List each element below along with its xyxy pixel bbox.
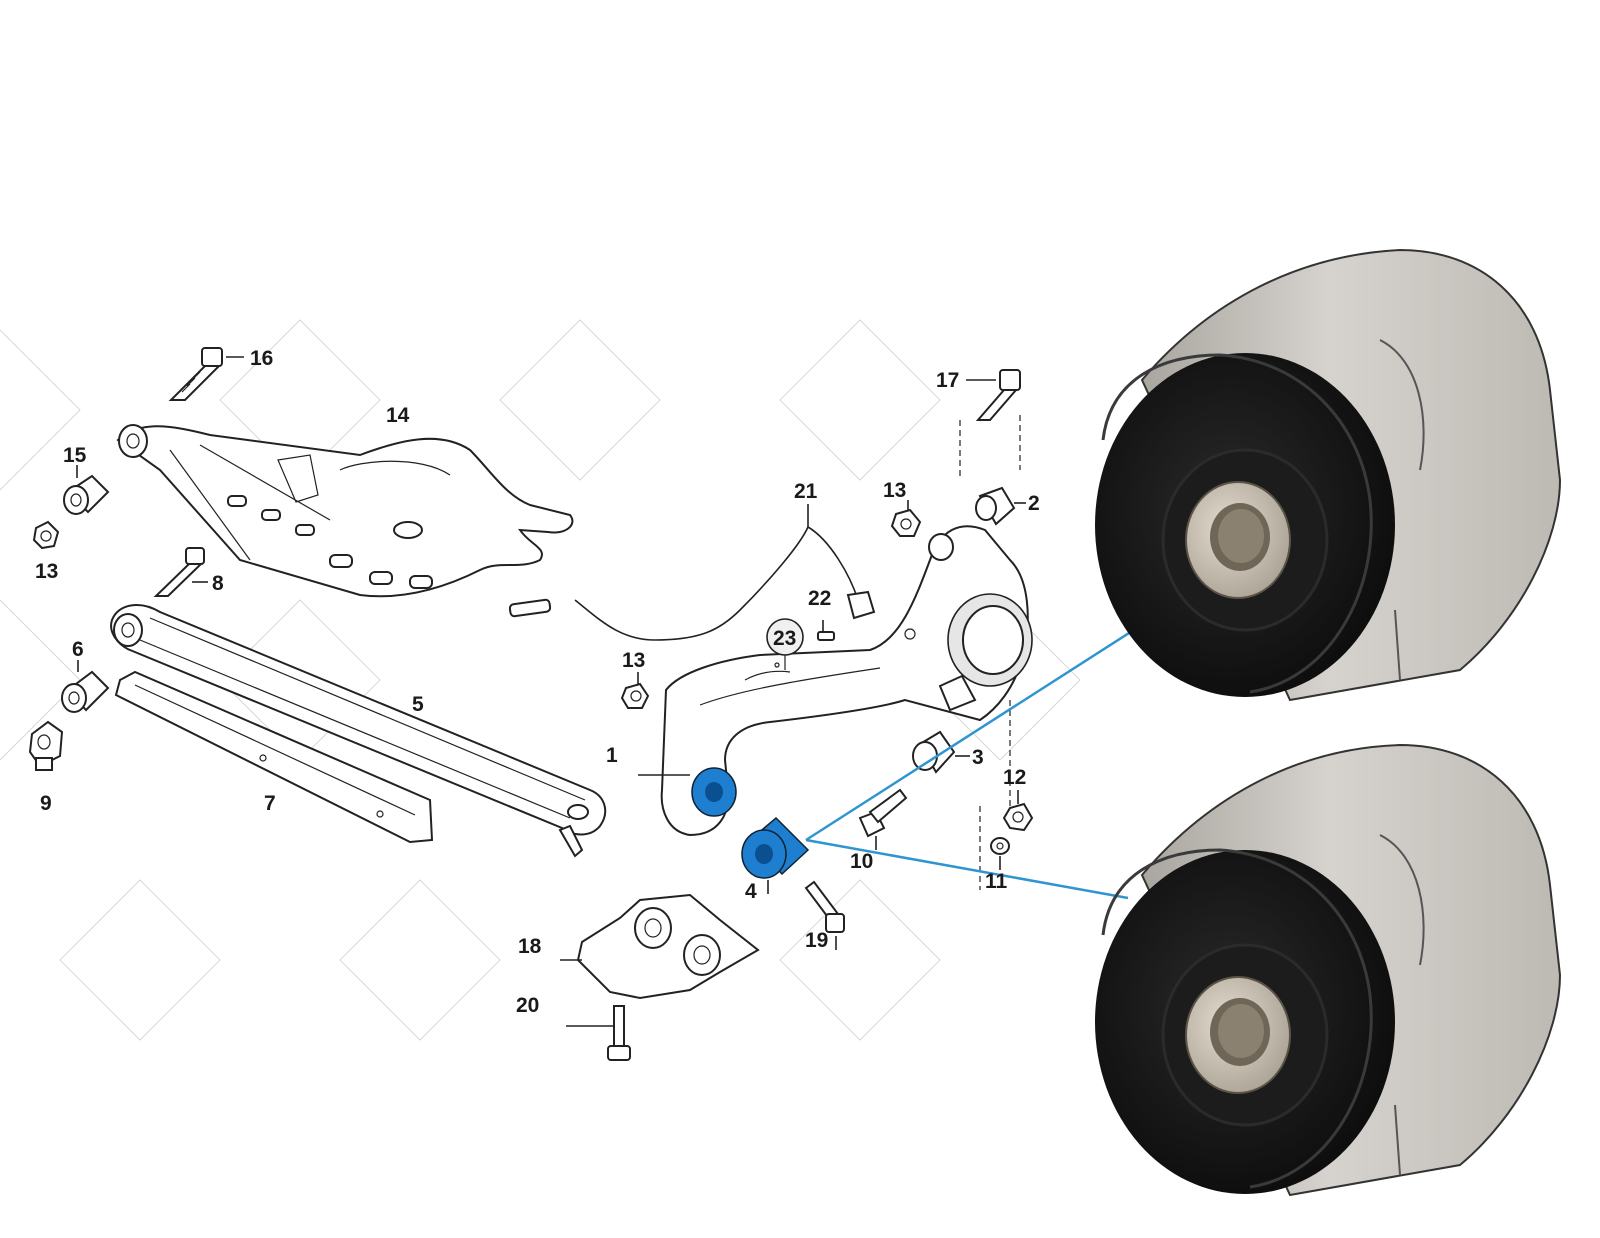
callout-10: 10 [850,850,873,873]
bushing-1-highlighted [638,767,737,817]
callout-5: 5 [412,693,424,716]
callout-13-center: 13 [622,649,645,672]
callout-2: 2 [1028,492,1040,515]
callout-22: 22 [808,587,831,610]
bushing-15 [63,465,110,515]
callout-13-left: 13 [35,560,58,583]
nut-13-left [32,520,60,550]
callout-7: 7 [264,792,276,815]
bushing-photo-bottom [1095,743,1562,1197]
wheel-carrier [640,525,1033,901]
lower-control-arm [110,604,607,858]
upper-control-arm [116,424,574,598]
callout-12: 12 [1003,766,1026,789]
bolt-10 [858,788,908,850]
callout-15: 15 [63,444,87,467]
callout-20: 20 [516,994,539,1017]
cover-panel-7 [114,670,434,844]
washer-11 [979,806,1010,890]
bushing-2 [975,486,1026,526]
callout-9: 9 [40,792,52,815]
nut-13-center [620,672,650,709]
bolt-17 [959,369,1021,480]
mount-bracket-18 [560,893,760,1000]
callout-11: 11 [985,870,1008,893]
callout-13-right: 13 [883,479,906,502]
callout-8: 8 [212,572,224,595]
bushing-4-highlighted [741,816,810,894]
bushing-photo-top [1095,248,1562,702]
callout-1: 1 [606,744,618,767]
abs-sensor-21 [508,504,876,641]
callout-21: 21 [794,480,818,503]
bushing-6 [61,660,110,713]
bolt-22 [817,620,835,641]
callout-labels: 16 14 15 13 8 6 5 9 7 21 22 23 13 1 4 19… [35,347,1040,1017]
nut-12 [1002,790,1034,832]
callout-circle-23 [766,618,804,670]
bolt-16 [168,347,244,401]
photo-leader-lines [805,615,1155,900]
bushing-3 [912,700,1011,820]
callout-19: 19 [805,929,828,952]
nut-9 [28,720,64,771]
bolt-8 [153,547,208,597]
callout-3: 3 [972,746,984,769]
bolt-20 [566,1005,631,1061]
nut-13-right [890,500,922,537]
callout-4: 4 [745,880,757,903]
bolt-19 [804,880,845,950]
callout-6: 6 [72,638,84,661]
callout-23: 23 [773,627,796,650]
callout-18: 18 [518,935,542,958]
callout-14: 14 [386,404,410,427]
callout-16: 16 [250,347,273,370]
callout-17: 17 [936,369,959,392]
